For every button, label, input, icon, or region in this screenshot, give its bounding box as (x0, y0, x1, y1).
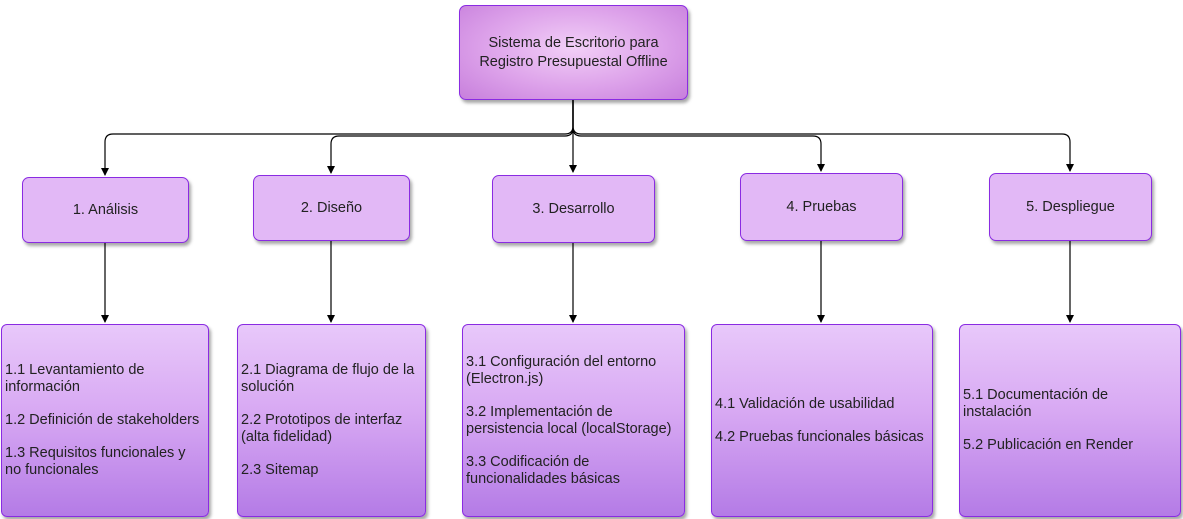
connector-root-phase-5 (572, 100, 1074, 172)
phase-3-label: 3. Desarrollo (532, 201, 615, 217)
phase-1-node: 1. Análisis (22, 177, 189, 243)
root-title: Sistema de Escritorio para Registro Pres… (479, 34, 668, 70)
detail-item: 5.1 Documentación de instalación (963, 387, 1109, 420)
phase-2-node: 2. Diseño (253, 175, 410, 241)
detail-item: 2.3 Sitemap (241, 462, 319, 478)
detail-item: 3.3 Codificación de funcionalidades bási… (466, 453, 620, 487)
connector-root-phase-4 (572, 100, 825, 172)
phase-1-details: 1.1 Levantamiento de información 1.2 Def… (1, 324, 209, 517)
connector-root-phase-2 (327, 100, 574, 174)
detail-item: 2.2 Prototipos de interfaz (alta fidelid… (241, 412, 403, 445)
phase-5-label: 5. Despliegue (1026, 199, 1115, 215)
phase-3-node: 3. Desarrollo (492, 175, 655, 243)
phase-4-details: 4.1 Validación de usabilidad 4.2 Pruebas… (711, 324, 933, 517)
detail-item: 1.1 Levantamiento de información (5, 362, 145, 395)
phase-2-details: 2.1 Diagrama de flujo de la solución 2.2… (237, 324, 426, 517)
detail-item: 1.2 Definición de stakeholders (5, 412, 200, 428)
phase-2-label: 2. Diseño (300, 200, 363, 216)
detail-item: 2.1 Diagrama de flujo de la solución (241, 362, 415, 395)
phase-4-label: 4. Pruebas (786, 199, 857, 215)
phase-5-details: 5.1 Documentación de instalación 5.2 Pub… (959, 324, 1181, 517)
detail-item: 5.2 Publicación en Render (963, 437, 1134, 453)
detail-item: 4.1 Validación de usabilidad (715, 395, 895, 412)
phase-5-node: 5. Despliegue (989, 173, 1152, 241)
phase-3-details: 3.1 Configuración del entorno (Electron.… (462, 324, 685, 517)
detail-item: 3.1 Configuración del entorno (Electron.… (466, 353, 657, 387)
detail-item: 4.2 Pruebas funcionales básicas (715, 428, 924, 445)
root-node: Sistema de Escritorio para Registro Pres… (459, 5, 688, 100)
detail-item: 1.3 Requisitos funcionales y no funciona… (5, 445, 186, 478)
connector-root-phase-1 (101, 100, 574, 176)
phase-4-node: 4. Pruebas (740, 173, 903, 241)
phase-1-label: 1. Análisis (72, 202, 139, 218)
detail-item: 3.2 Implementación de persistencia local… (466, 403, 672, 437)
